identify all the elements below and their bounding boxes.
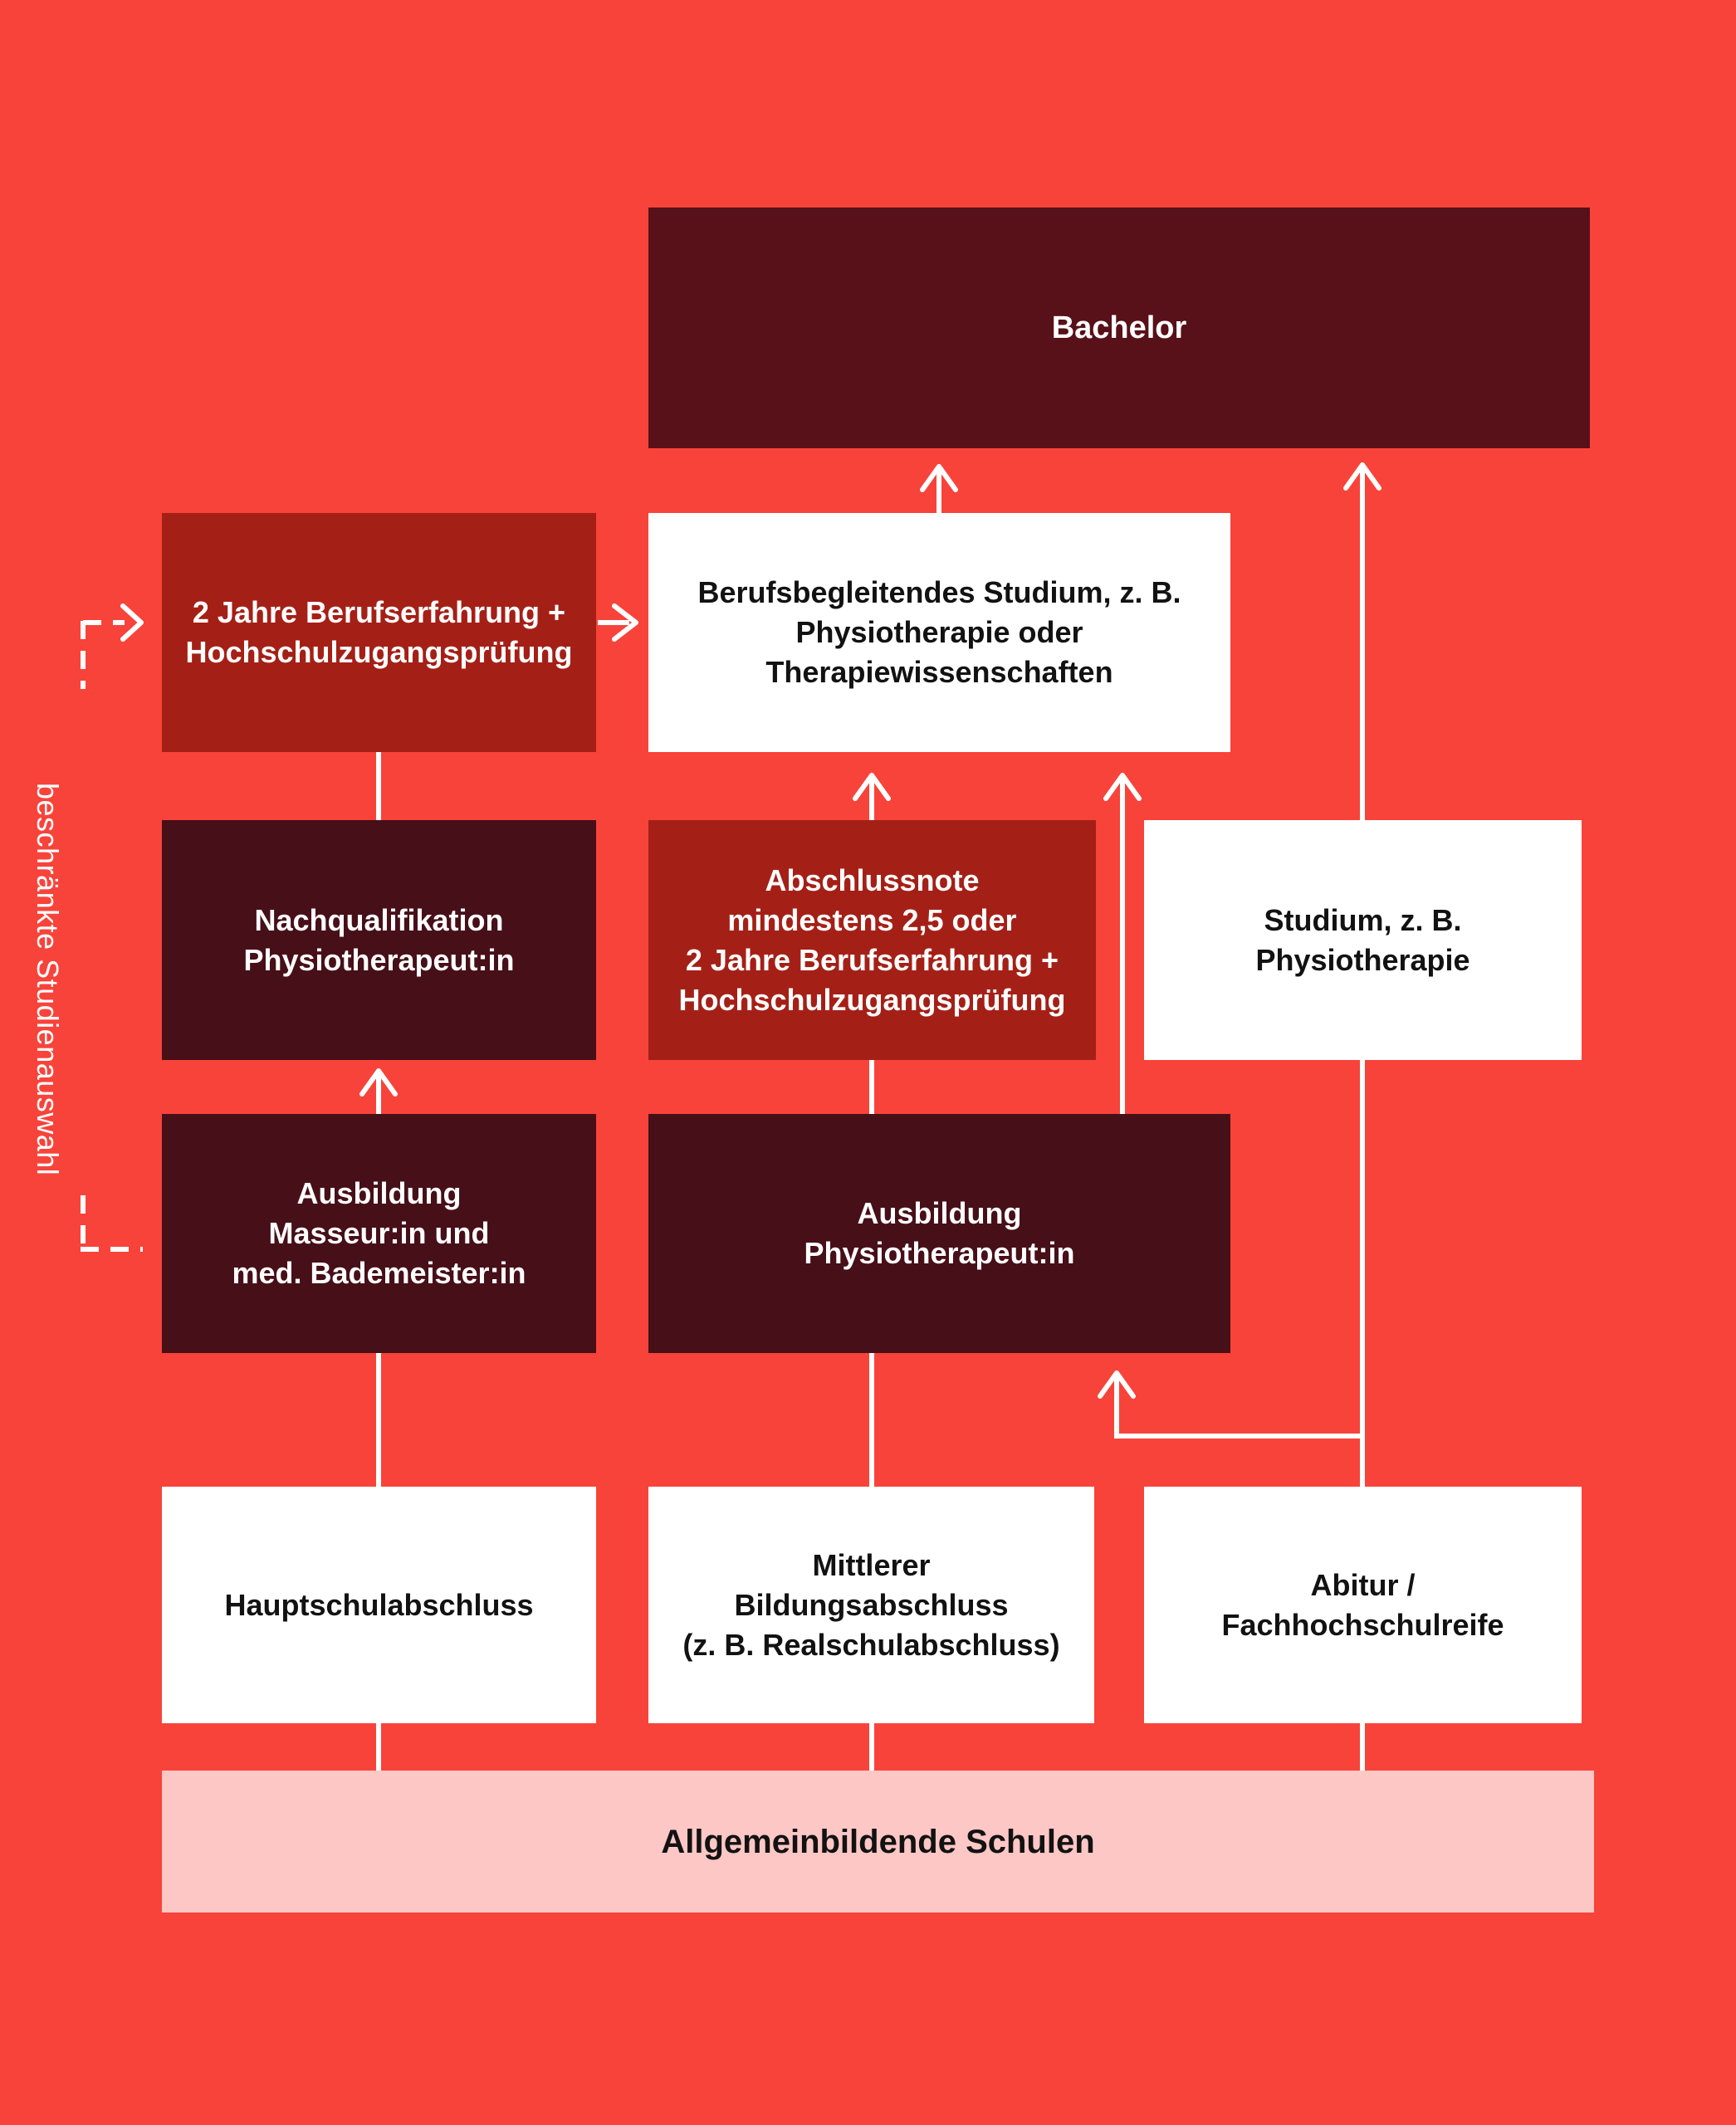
side-label-beschraenkte-studienauswahl: beschränkte Studienauswahl: [31, 783, 65, 1176]
node-ausbildung-physiotherapeut: Ausbildung Physiotherapeut:in: [648, 1114, 1230, 1353]
node-abitur-fachhochschulreife: Abitur / Fachhochschulreife: [1144, 1487, 1582, 1723]
node-studium: Studium, z. B. Physiotherapie: [1144, 820, 1582, 1060]
node-bachelor: Bachelor: [648, 208, 1590, 448]
arrowhead-into-nachqualifikation: [359, 1068, 398, 1097]
node-nachqualifikation: Nachqualifikation Physiotherapeut:in: [162, 820, 596, 1060]
line-branch-abitur-ausbildungphysio: [1114, 1373, 1362, 1439]
arrowhead-dashed-into-berufserfahrung: [120, 603, 144, 642]
node-ausbildung-masseur: Ausbildung Masseur:in und med. Bademeist…: [162, 1114, 596, 1353]
node-mittlerer-bildungsabschluss: Mittlerer Bildungsabschluss (z. B. Reals…: [648, 1487, 1094, 1723]
arrowhead-into-berufsbegleitend-right: [1103, 773, 1142, 801]
node-hauptschulabschluss: Hauptschulabschluss: [162, 1487, 596, 1723]
arrowhead-into-ausbildungphysio: [1098, 1370, 1136, 1399]
arrowhead-into-berufsbegleitend-horizontal: [612, 603, 638, 642]
arrowhead-into-berufsbegleitend-left: [853, 773, 891, 801]
node-abschlussnote: Abschlussnote mindestens 2,5 oder 2 Jahr…: [648, 820, 1096, 1060]
node-berufserfahrung: 2 Jahre Berufserfahrung + Hochschulzugan…: [162, 513, 596, 752]
node-allgemeinbildende-schulen: Allgemeinbildende Schulen: [162, 1771, 1594, 1912]
arrowhead-into-bachelor-right: [1343, 462, 1381, 491]
node-berufsbegleitendes-studium: Berufsbegleitendes Studium, z. B. Physio…: [648, 513, 1230, 752]
arrowhead-into-bachelor-center: [920, 464, 958, 492]
